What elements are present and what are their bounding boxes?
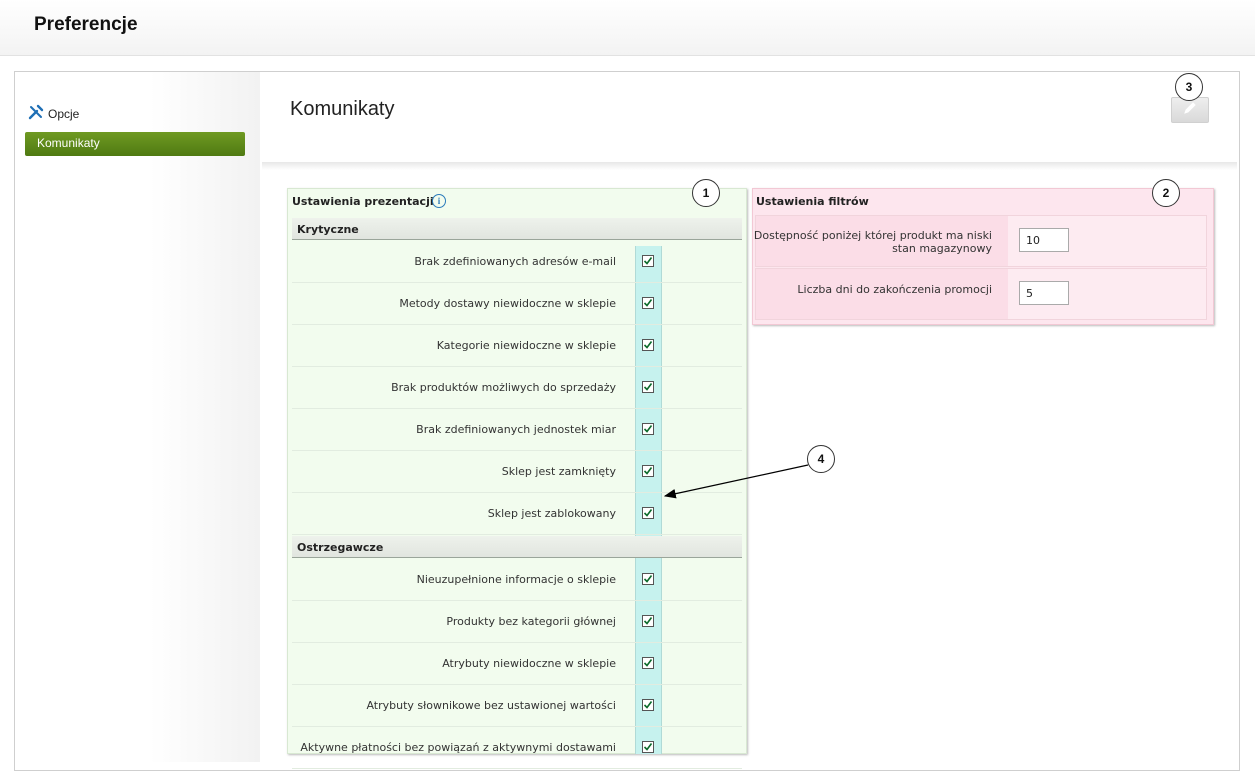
low-stock-input[interactable]: 10 bbox=[1019, 228, 1069, 252]
section-title: Komunikaty bbox=[290, 98, 395, 120]
section-heading: Ostrzegawcze bbox=[292, 536, 742, 558]
check-icon bbox=[643, 383, 653, 391]
sidebar-heading: Opcje bbox=[28, 104, 79, 123]
check-icon bbox=[643, 743, 653, 751]
sidebar bbox=[15, 72, 260, 762]
promo-days-input[interactable]: 5 bbox=[1019, 281, 1069, 305]
presentation-panel-title: Ustawienia prezentacji bbox=[292, 195, 434, 208]
setting-checkbox[interactable] bbox=[642, 573, 654, 585]
callout-2: 2 bbox=[1152, 179, 1180, 207]
check-icon bbox=[643, 257, 653, 265]
info-icon[interactable]: i bbox=[432, 194, 446, 208]
setting-label: Kategorie niewidoczne w sklepie bbox=[436, 339, 616, 352]
table-row: Sklep jest zamknięty bbox=[292, 451, 742, 493]
setting-label: Sklep jest zamknięty bbox=[501, 465, 616, 478]
table-row: Sklep jest zablokowany bbox=[292, 493, 742, 535]
table-row: Atrybuty niewidoczne w sklepie bbox=[292, 643, 742, 685]
filter-label-promo-days: Liczba dni do zakończenia promocji bbox=[797, 283, 992, 296]
setting-checkbox[interactable] bbox=[642, 657, 654, 669]
check-icon bbox=[643, 617, 653, 625]
setting-label: Produkty bez kategorii głównej bbox=[446, 615, 616, 628]
section-heading: Krytyczne bbox=[292, 218, 742, 240]
setting-checkbox[interactable] bbox=[642, 423, 654, 435]
setting-checkbox[interactable] bbox=[642, 699, 654, 711]
page-title: Preferencje bbox=[34, 14, 138, 35]
filter-label-low-stock: Dostępność poniżej której produkt ma nis… bbox=[753, 229, 992, 255]
setting-checkbox[interactable] bbox=[642, 381, 654, 393]
setting-label: Atrybuty słownikowe bez ustawionej warto… bbox=[366, 699, 616, 712]
edit-button[interactable] bbox=[1171, 97, 1209, 123]
check-icon bbox=[643, 701, 653, 709]
setting-label: Metody dostawy niewidoczne w sklepie bbox=[399, 297, 616, 310]
check-icon bbox=[643, 425, 653, 433]
table-row: Brak zdefiniowanych adresów e-mail bbox=[292, 241, 742, 283]
setting-checkbox[interactable] bbox=[642, 741, 654, 753]
table-row: Brak zdefiniowanych jednostek miar bbox=[292, 409, 742, 451]
table-row: Kategorie niewidoczne w sklepie bbox=[292, 325, 742, 367]
setting-checkbox[interactable] bbox=[642, 255, 654, 267]
table-row: Brak produktów możliwych do sprzedaży bbox=[292, 367, 742, 409]
check-icon bbox=[643, 467, 653, 475]
page-header: Preferencje bbox=[0, 0, 1255, 56]
setting-label: Nieuzupełnione informacje o sklepie bbox=[416, 573, 616, 586]
sidebar-item-komunikaty[interactable]: Komunikaty bbox=[25, 132, 245, 156]
setting-label: Brak zdefiniowanych jednostek miar bbox=[416, 423, 616, 436]
checkbox-column-highlight bbox=[635, 246, 662, 754]
check-icon bbox=[643, 575, 653, 583]
table-row: Nieuzupełnione informacje o sklepie bbox=[292, 559, 742, 601]
filter-row bbox=[755, 215, 1207, 267]
filters-panel-title: Ustawienia filtrów bbox=[756, 195, 869, 208]
setting-checkbox[interactable] bbox=[642, 507, 654, 519]
check-icon bbox=[643, 659, 653, 667]
callout-3: 3 bbox=[1175, 73, 1203, 101]
table-row: Produkty bez kategorii głównej bbox=[292, 601, 742, 643]
callout-4: 4 bbox=[807, 445, 835, 473]
setting-checkbox[interactable] bbox=[642, 297, 654, 309]
table-row: Metody dostawy niewidoczne w sklepie bbox=[292, 283, 742, 325]
sidebar-heading-label: Opcje bbox=[48, 106, 80, 121]
check-icon bbox=[643, 509, 653, 517]
setting-label: Aktywne płatności bez powiązań z aktywny… bbox=[300, 741, 616, 754]
setting-checkbox[interactable] bbox=[642, 339, 654, 351]
pencil-icon bbox=[1182, 100, 1198, 120]
setting-checkbox[interactable] bbox=[642, 615, 654, 627]
wrench-icon bbox=[28, 104, 44, 123]
setting-label: Brak produktów możliwych do sprzedaży bbox=[391, 381, 616, 394]
setting-label: Brak zdefiniowanych adresów e-mail bbox=[414, 255, 616, 268]
header-divider bbox=[262, 162, 1237, 170]
setting-label: Atrybuty niewidoczne w sklepie bbox=[442, 657, 616, 670]
filter-row bbox=[755, 268, 1207, 320]
check-icon bbox=[643, 299, 653, 307]
check-icon bbox=[643, 341, 653, 349]
setting-label: Sklep jest zablokowany bbox=[487, 507, 616, 520]
callout-1: 1 bbox=[692, 179, 720, 207]
table-row: Aktywne płatności bez powiązań z aktywny… bbox=[292, 727, 742, 769]
setting-checkbox[interactable] bbox=[642, 465, 654, 477]
table-row: Atrybuty słownikowe bez ustawionej warto… bbox=[292, 685, 742, 727]
